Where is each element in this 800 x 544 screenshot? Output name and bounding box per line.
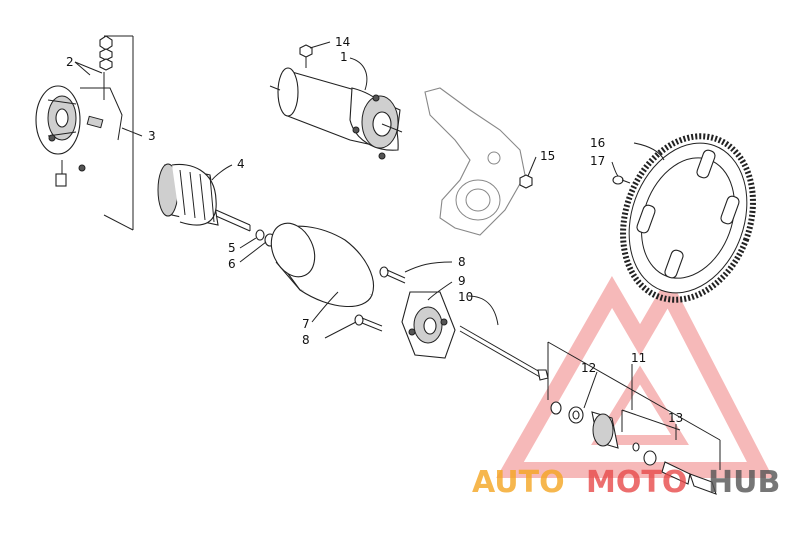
callout-3: 3 [148,129,156,143]
callout-6: 6 [228,257,236,271]
armature [157,163,251,232]
watermark-logo [496,275,774,478]
screw-8-upper [379,266,406,284]
watermark-hub: HUB [708,465,780,500]
drive-end-cover [401,291,456,359]
callout-7: 7 [302,317,310,331]
callout-16: 16 [590,136,605,150]
callout-14: 14 [335,35,350,49]
callout-17: 17 [590,154,605,168]
callout-9: 9 [458,274,466,288]
callouts: 14 1 2 3 4 5 6 7 8 9 10 8 15 16 17 12 11… [66,35,683,425]
callout-15: 15 [540,149,555,163]
bolt-14 [299,44,313,68]
motor-housing [270,222,374,307]
screw-8-lower [354,314,383,332]
callout-13: 13 [668,411,683,425]
starter-motor [269,67,403,160]
through-bolt-10 [459,325,549,381]
callout-12: 12 [581,361,596,375]
callout-1: 1 [340,50,348,64]
mounting-bracket [424,87,533,236]
leader-lines [74,41,677,440]
callout-8-lower: 8 [302,333,310,347]
watermark-moto: MOTO [586,465,687,500]
watermark-auto: AUTO [472,465,565,500]
drive-assembly [547,341,721,495]
watermark-text: AUTO MOTO HUB [472,465,780,500]
callout-2: 2 [66,55,74,69]
callout-8-upper: 8 [458,255,466,269]
callout-5: 5 [228,241,236,255]
screw-17 [612,175,631,185]
callout-4: 4 [237,157,245,171]
bracket-line-3-bottom [103,214,134,231]
washer-5 [255,229,265,241]
callout-11: 11 [631,351,646,365]
callout-10: 10 [458,290,473,304]
end-cap-assembly [35,35,123,187]
ring-gear [620,133,756,303]
